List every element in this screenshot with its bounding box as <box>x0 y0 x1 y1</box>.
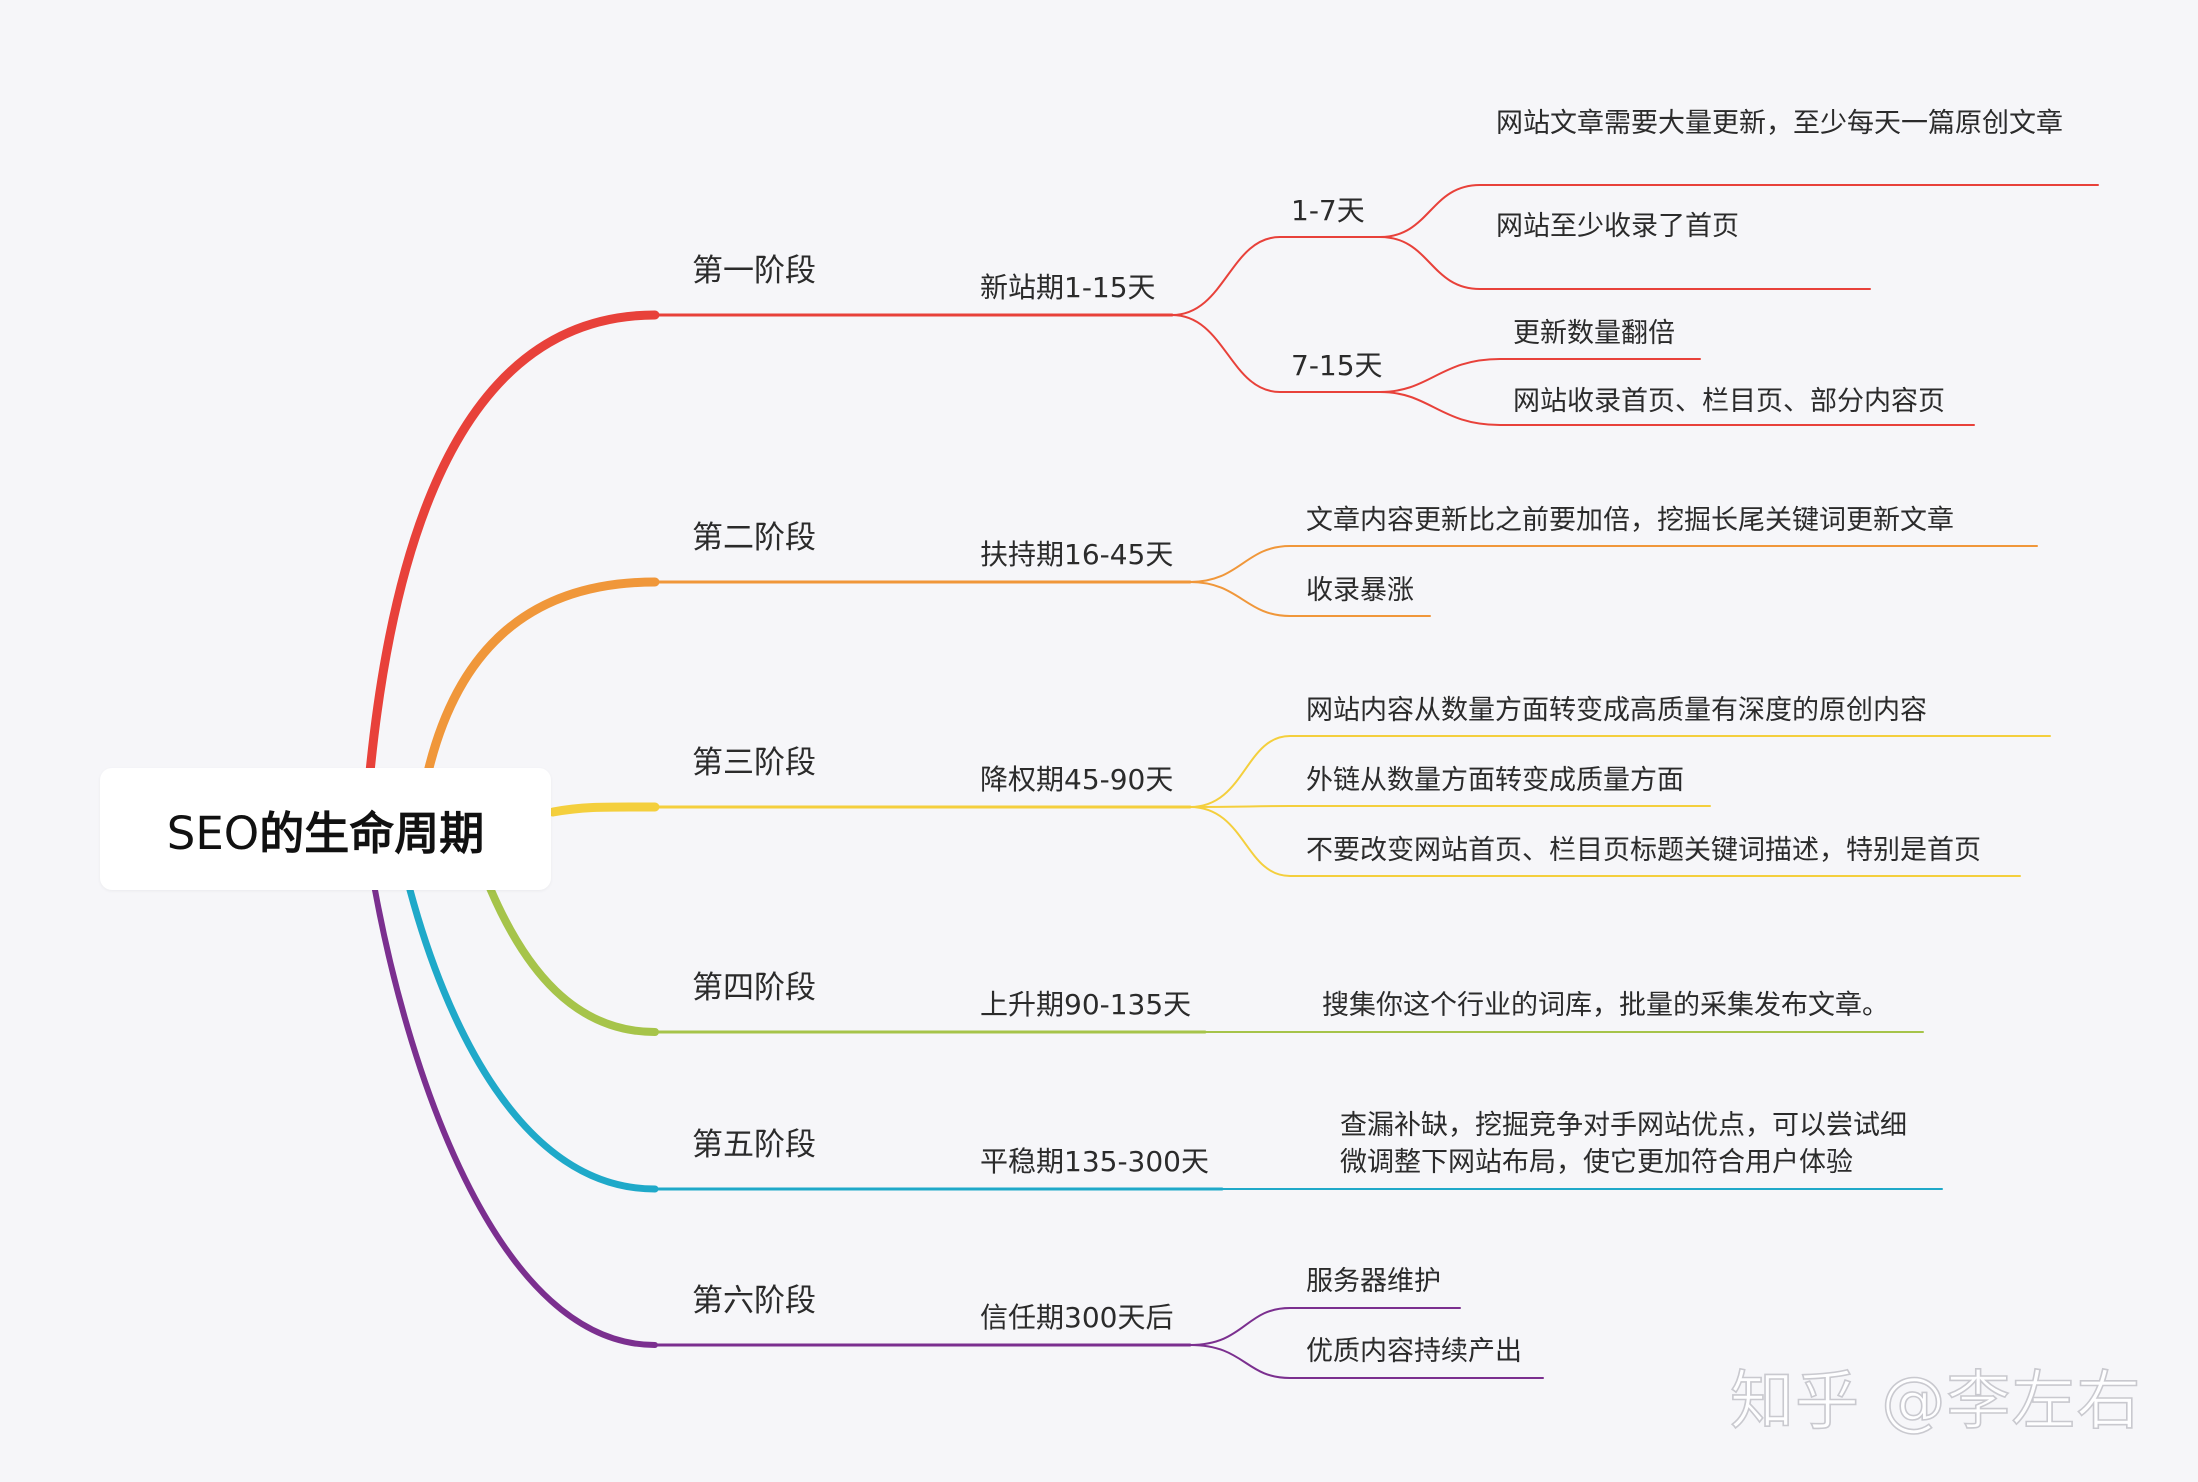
stage-label-3[interactable]: 第三阶段 <box>692 745 816 781</box>
root-node[interactable]: SEO的生命周期 <box>100 768 551 890</box>
leaf-4-1[interactable]: 搜集你这个行业的词库，批量的采集发布文章。 <box>1322 990 1889 1021</box>
leaf-6-2[interactable]: 优质内容持续产出 <box>1306 1336 1522 1367</box>
connector-leaf-6-2 <box>1189 1344 1544 1379</box>
period-label-2[interactable]: 扶持期16-45天 <box>980 538 1174 571</box>
stage-label-4[interactable]: 第四阶段 <box>692 970 816 1006</box>
connector-leaf-3-3 <box>1189 806 2021 877</box>
period-label-6[interactable]: 信任期300天后 <box>980 1301 1174 1334</box>
connector-1-7 <box>1171 236 1381 316</box>
root-title-main: 的生命周期 <box>259 806 485 860</box>
connector-leaf-6-1 <box>1189 1307 1461 1346</box>
sub-period-1-7[interactable]: 1-7天 <box>1291 194 1365 227</box>
watermark: 知乎 @李左右 <box>1729 1364 2142 1440</box>
connector-leaf-2-2 <box>1189 581 1431 617</box>
leaf-1-4[interactable]: 网站收录首页、栏目页、部分内容页 <box>1513 386 1945 417</box>
leaf-3-1[interactable]: 网站内容从数量方面转变成高质量有深度的原创内容 <box>1306 695 1927 726</box>
leaf-6-1[interactable]: 服务器维护 <box>1306 1266 1441 1297</box>
leaf-2-1[interactable]: 文章内容更新比之前要加倍，挖掘长尾关键词更新文章 <box>1306 505 1954 536</box>
connector-leaf-3-1 <box>1189 735 2051 808</box>
leaf-1-3[interactable]: 更新数量翻倍 <box>1513 318 1675 349</box>
root-title-prefix: SEO <box>166 806 260 860</box>
connector-leaf-3-2 <box>1189 805 1711 808</box>
stem-line-1 <box>365 310 660 777</box>
stage-label-2[interactable]: 第二阶段 <box>692 520 816 556</box>
period-label-5[interactable]: 平稳期135-300天 <box>980 1145 1209 1178</box>
leaf-3-2[interactable]: 外链从数量方面转变成质量方面 <box>1306 765 1684 796</box>
connector-leaf-1-1 <box>1379 184 2099 238</box>
connector-7-15 <box>1171 314 1381 393</box>
stem-line-4 <box>486 884 659 1036</box>
connector-leaf-1-4 <box>1379 391 1975 426</box>
stem-line-6 <box>372 887 658 1348</box>
leaf-5-1-line1[interactable]: 查漏补缺，挖掘竞争对手网站优点，可以尝试细 <box>1340 1110 1907 1141</box>
stage-label-5[interactable]: 第五阶段 <box>692 1127 816 1163</box>
period-label-1[interactable]: 新站期1-15天 <box>980 271 1156 304</box>
leaf-5-1-line2[interactable]: 微调整下网站布局，使它更加符合用户体验 <box>1340 1147 1853 1178</box>
stem-line-5 <box>406 886 659 1193</box>
period-label-3[interactable]: 降权期45-90天 <box>980 763 1174 796</box>
leaf-1-1[interactable]: 网站文章需要大量更新，至少每天一篇原创文章 <box>1496 108 2063 139</box>
stage-label-1[interactable]: 第一阶段 <box>692 253 816 289</box>
stage-label-6[interactable]: 第六阶段 <box>692 1283 816 1319</box>
leaf-1-2[interactable]: 网站至少收录了首页 <box>1496 211 1739 242</box>
leaf-2-2[interactable]: 收录暴涨 <box>1306 575 1414 606</box>
connector-leaf-1-3 <box>1379 358 1701 393</box>
leaf-3-3[interactable]: 不要改变网站首页、栏目页标题关键词描述，特别是首页 <box>1306 835 1981 866</box>
connector-leaf-1-2 <box>1379 236 1871 290</box>
connector-leaf-2-1 <box>1189 545 2038 583</box>
period-label-4[interactable]: 上升期90-135天 <box>980 988 1192 1021</box>
root-title: SEO的生命周期 <box>167 797 484 862</box>
stem-line-3 <box>548 802 660 817</box>
stem-line-2 <box>423 577 660 777</box>
sub-period-7-15[interactable]: 7-15天 <box>1291 349 1383 382</box>
